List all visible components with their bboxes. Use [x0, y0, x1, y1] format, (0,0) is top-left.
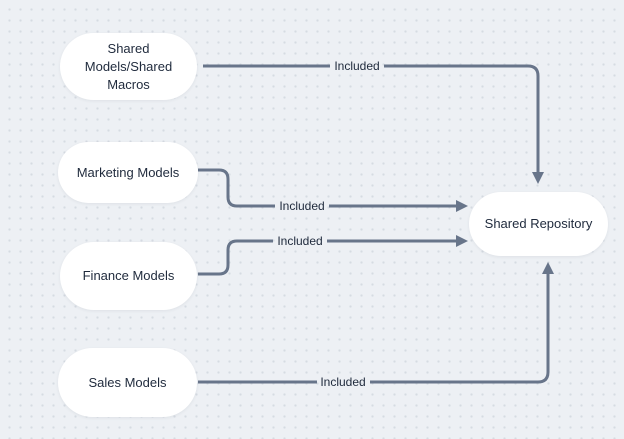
node-sales-models: Sales Models — [58, 348, 197, 417]
edge-label-included: Included — [279, 199, 325, 213]
node-label: Shared Models/Shared Macros — [84, 40, 173, 92]
node-shared-repository: Shared Repository — [469, 192, 608, 256]
connector-sales-to-repository — [198, 262, 554, 384]
node-label: Finance Models — [82, 268, 175, 283]
arrowhead-up-icon — [542, 262, 554, 274]
node-shared-models-shared-macros: Shared Models/Shared Macros — [60, 33, 197, 100]
connector-marketing-to-repository — [198, 168, 468, 212]
arrowhead-right-icon — [456, 200, 468, 212]
arrowhead-down-icon — [532, 172, 544, 184]
node-label: Marketing Models — [76, 164, 180, 180]
connector-finance-to-repository — [198, 235, 468, 276]
edge-label-included: Included — [334, 59, 380, 73]
node-label: Shared Repository — [484, 216, 593, 231]
node-finance-models: Finance Models — [60, 242, 197, 310]
arrowhead-right-icon — [456, 235, 468, 247]
node-marketing-models: Marketing Models — [58, 142, 198, 203]
edge-label-included: Included — [320, 375, 366, 389]
node-label: Sales Models — [88, 374, 167, 390]
connector-shared-models-to-repository — [203, 64, 544, 184]
edge-label-included: Included — [277, 234, 323, 248]
